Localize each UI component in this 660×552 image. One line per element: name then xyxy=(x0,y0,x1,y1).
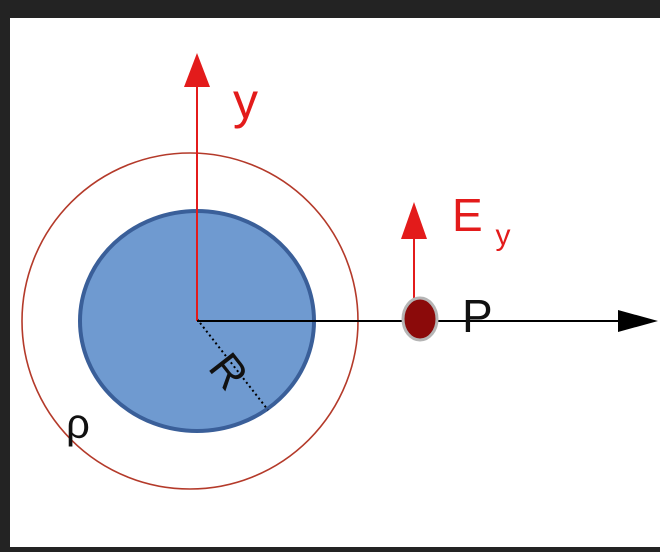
y-axis-arrowhead xyxy=(184,53,210,87)
field-label-subscript: y xyxy=(495,219,510,252)
field-arrow-head xyxy=(401,202,427,239)
density-label: ρ xyxy=(66,400,90,447)
y-axis-label: y xyxy=(233,73,258,129)
field-label-main: E xyxy=(452,189,483,241)
radius-line xyxy=(196,318,269,411)
point-p-dot xyxy=(401,296,439,342)
point-p-label: P xyxy=(462,290,493,342)
x-axis-arrowhead xyxy=(618,310,658,332)
field-label: E y xyxy=(452,189,510,252)
